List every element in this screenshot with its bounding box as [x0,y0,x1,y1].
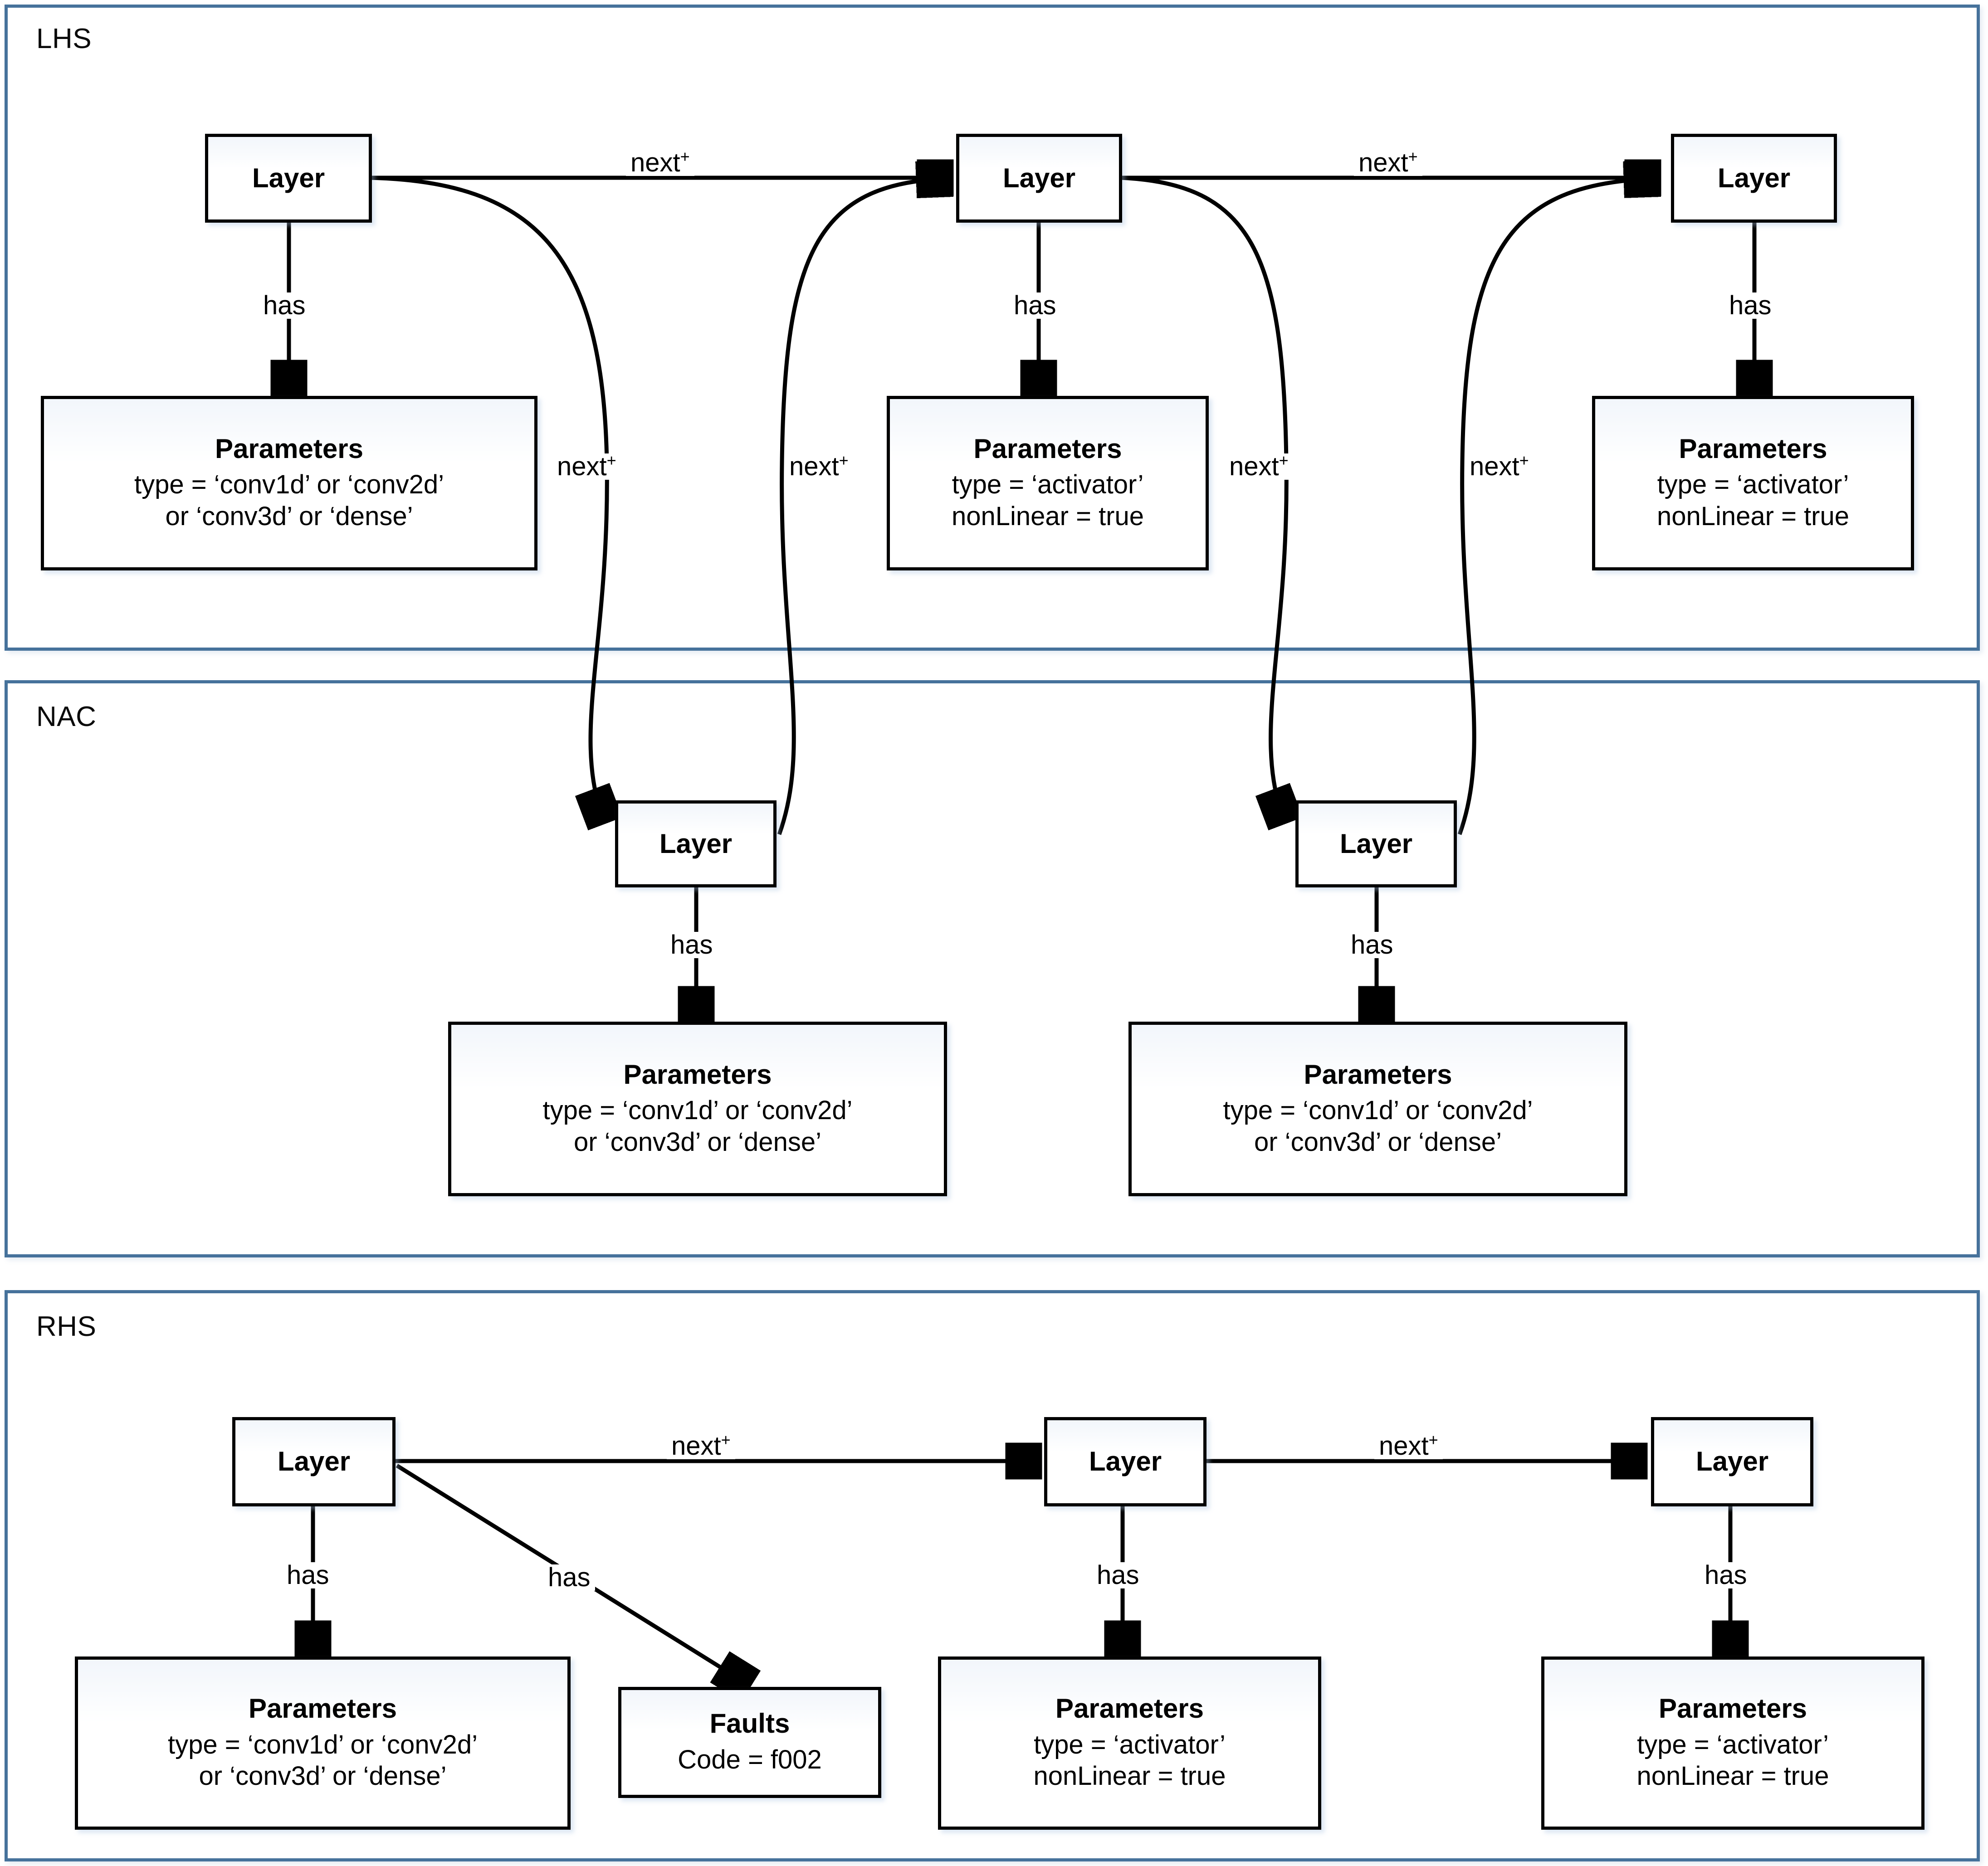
node-attr: type = ‘conv1d’ or ‘conv2d’ [134,470,444,500]
node-attr: type = ‘conv1d’ or ‘conv2d’ [168,1730,478,1759]
node-title: Parameters [623,1059,772,1090]
node-lhs-parameters-1[interactable]: Parameters type = ‘conv1d’ or ‘conv2d’ o… [41,396,537,570]
node-title: Layer [277,1446,351,1477]
node-attr: or ‘conv3d’ or ‘dense’ [1254,1127,1502,1157]
node-lhs-layer-3[interactable]: Layer [1671,134,1837,223]
node-rhs-parameters-1[interactable]: Parameters type = ‘conv1d’ or ‘conv2d’ o… [75,1657,571,1830]
panel-label-lhs: LHS [36,23,92,54]
node-title: Faults [709,1708,790,1739]
node-nac-layer-2[interactable]: Layer [1295,800,1457,887]
node-title: Parameters [1304,1059,1452,1090]
edge-label-nac-has-2: has [1346,932,1398,958]
node-attr: type = ‘activator’ [1034,1730,1226,1759]
node-lhs-parameters-3[interactable]: Parameters type = ‘activator’ nonLinear … [1592,396,1914,570]
edge-label-rhs-has-faults: has [543,1564,595,1591]
node-rhs-layer-1[interactable]: Layer [232,1417,396,1506]
edge-label-lhs-next-2-3: next+ [1354,148,1422,176]
node-rhs-layer-2[interactable]: Layer [1044,1417,1206,1506]
edge-label-lhs-has-2: has [1009,292,1061,319]
edge-label-nac1-lhs2: next+ [785,452,853,480]
node-attr: type = ‘conv1d’ or ‘conv2d’ [542,1096,853,1125]
node-attr: Code = f002 [678,1745,822,1775]
node-attr: type = ‘activator’ [1637,1730,1829,1759]
edge-label-lhs2-nac2: next+ [1225,452,1293,480]
node-nac-layer-1[interactable]: Layer [615,800,777,887]
panel-label-rhs: RHS [36,1311,97,1342]
node-title: Layer [1339,828,1413,859]
node-attr: nonLinear = true [1636,1761,1829,1791]
panel-label-nac: NAC [36,701,97,732]
node-attr: nonLinear = true [951,501,1144,531]
node-rhs-parameters-3[interactable]: Parameters type = ‘activator’ nonLinear … [1541,1657,1925,1830]
node-title: Layer [659,828,733,859]
node-attr: type = ‘conv1d’ or ‘conv2d’ [1223,1096,1533,1125]
node-attr: nonLinear = true [1033,1761,1226,1791]
edge-label-rhs-next-2-3: next+ [1374,1432,1443,1459]
node-title: Parameters [973,433,1122,464]
edge-label-nac-has-1: has [666,932,718,958]
node-attr: nonLinear = true [1656,501,1850,531]
node-title: Parameters [1055,1693,1204,1724]
edge-label-rhs-has-1: has [282,1562,334,1588]
edge-label-lhs1-nac1: next+ [552,452,621,480]
node-attr: or ‘conv3d’ or ‘dense’ [199,1761,447,1791]
node-nac-parameters-1[interactable]: Parameters type = ‘conv1d’ or ‘conv2d’ o… [448,1022,947,1196]
wire-lhs1-to-nac1 [368,175,607,819]
node-title: Layer [1089,1446,1162,1477]
edge-label-lhs-has-1: has [259,292,310,319]
edge-label-lhs-has-3: has [1724,292,1776,319]
edge-label-rhs-next-1-2: next+ [667,1432,735,1459]
node-attr: or ‘conv3d’ or ‘dense’ [574,1127,821,1157]
node-title: Parameters [215,433,363,464]
node-lhs-layer-2[interactable]: Layer [956,134,1122,223]
node-title: Layer [1002,162,1076,193]
node-attr: or ‘conv3d’ or ‘dense’ [165,501,413,531]
edge-label-rhs-has-3: has [1700,1562,1752,1588]
node-title: Parameters [249,1693,397,1724]
node-rhs-faults[interactable]: Faults Code = f002 [618,1687,881,1798]
node-lhs-layer-1[interactable]: Layer [205,134,372,223]
node-title: Parameters [1659,1693,1807,1724]
node-attr: type = ‘activator’ [1657,470,1849,500]
node-title: Layer [1717,162,1791,193]
wire-nac2-to-lhs3 [1457,179,1655,835]
node-title: Layer [252,162,325,193]
edge-label-lhs-next-1-2: next+ [626,148,694,176]
wire-nac1-to-lhs2 [777,179,947,835]
edge-label-rhs-has-2: has [1092,1562,1144,1588]
panel-nac [5,680,1980,1257]
node-rhs-layer-3[interactable]: Layer [1651,1417,1813,1506]
node-title: Layer [1695,1446,1769,1477]
node-lhs-parameters-2[interactable]: Parameters type = ‘activator’ nonLinear … [887,396,1209,570]
edge-label-nac2-lhs3: next+ [1465,452,1534,480]
node-title: Parameters [1679,433,1827,464]
node-attr: type = ‘activator’ [952,470,1144,500]
node-nac-parameters-2[interactable]: Parameters type = ‘conv1d’ or ‘conv2d’ o… [1128,1022,1627,1196]
node-rhs-parameters-2[interactable]: Parameters type = ‘activator’ nonLinear … [938,1657,1321,1830]
